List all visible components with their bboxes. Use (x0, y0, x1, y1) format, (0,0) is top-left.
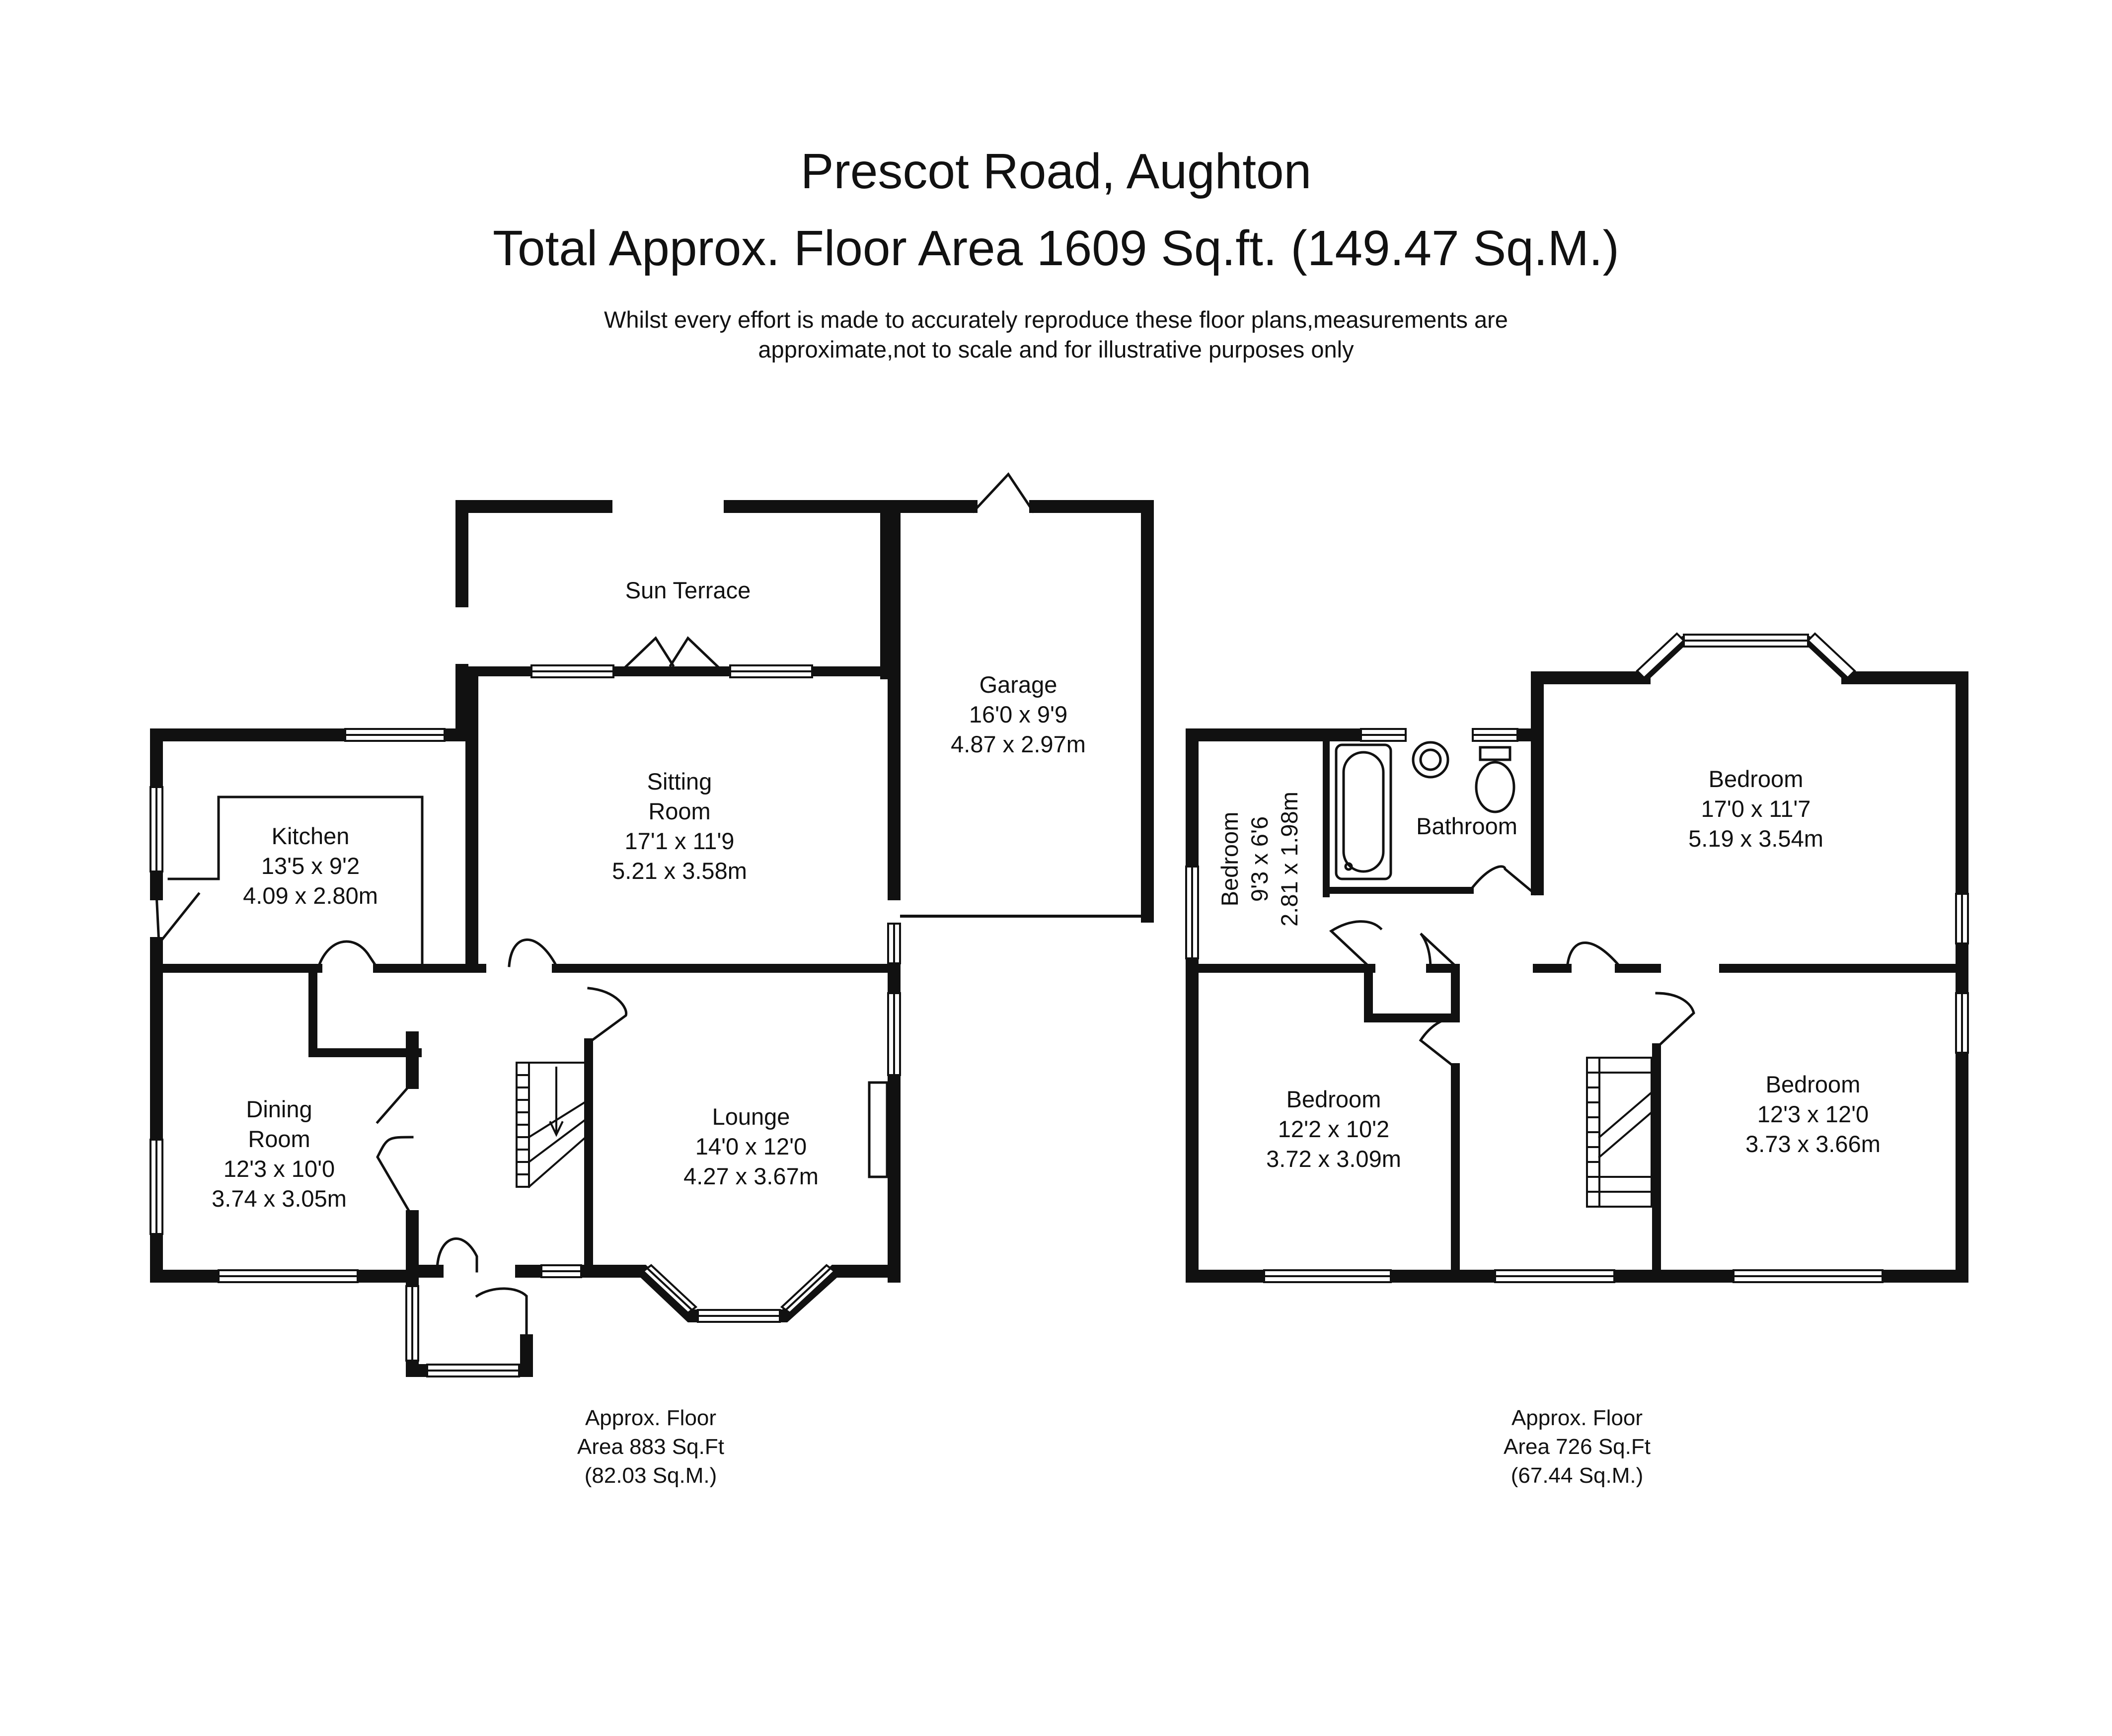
header: Prescot Road, Aughton Total Approx. Floo… (0, 0, 2112, 377)
property-address: Prescot Road, Aughton (800, 144, 1312, 199)
ground-floor-stairs (516, 1062, 590, 1188)
garage-imperial: 16'0 x 9'9 (969, 701, 1067, 727)
garage-label: Garage (980, 671, 1057, 698)
bedroom-rear-right-metric: 5.19 x 3.54m (1688, 825, 1823, 852)
bedroom-small-imperial: 9'3 x 6'6 (1246, 816, 1273, 902)
kitchen-metric: 4.09 x 2.80m (243, 882, 378, 909)
bedroom-front-right-label: Bedroom (1766, 1071, 1861, 1097)
first-floor-stairs (1586, 1057, 1653, 1208)
sitting-room-metric: 5.21 x 3.58m (612, 858, 747, 884)
sitting-room-label-line-1: Sitting (647, 768, 712, 795)
bedroom-front-left-metric: 3.72 x 3.09m (1266, 1146, 1401, 1172)
first-floor-area-line-1: Approx. Floor (1511, 1406, 1643, 1430)
bedroom-front-left-label: Bedroom (1286, 1086, 1381, 1112)
ground-floor-walls (150, 500, 1154, 1377)
bedroom-front-left-imperial: 12'2 x 10'2 (1278, 1116, 1389, 1142)
total-floor-area: Total Approx. Floor Area 1609 Sq.ft. (14… (493, 220, 1619, 276)
first-floor-walls (1186, 636, 1968, 1283)
dining-room-label-line-2: Room (248, 1126, 310, 1152)
lounge-label: Lounge (712, 1103, 790, 1130)
toilet-tank-icon (1479, 746, 1511, 761)
kitchen-counter (167, 796, 424, 970)
lounge-metric: 4.27 x 3.67m (683, 1163, 819, 1189)
first-floor-doors (1329, 865, 1695, 1070)
ground-floor-area-line-1: Approx. Floor (585, 1406, 716, 1430)
bathroom-fixtures (1335, 741, 1515, 880)
first-floor-area-line-3: (67.44 Sq.M.) (1511, 1463, 1644, 1488)
sitting-room-imperial: 17'1 x 11'9 (625, 828, 735, 854)
dining-room-label-line-1: Dining (246, 1096, 312, 1122)
lounge-imperial: 14'0 x 12'0 (695, 1133, 807, 1159)
toilet-bowl-icon (1475, 761, 1515, 813)
ground-floor-area-line-3: (82.03 Sq.M.) (585, 1463, 717, 1488)
dining-room-imperial: 12'3 x 10'0 (224, 1156, 335, 1182)
bedroom-small-metric: 2.81 x 1.98m (1276, 792, 1302, 927)
bedroom-front-right-metric: 3.73 x 3.66m (1745, 1131, 1881, 1157)
dining-room-metric: 3.74 x 3.05m (212, 1185, 347, 1212)
sun-terrace-label: Sun Terrace (625, 577, 751, 603)
bedroom-small-label: Bedroom (1216, 812, 1243, 907)
lounge-fireplace (868, 1081, 889, 1178)
kitchen-label: Kitchen (272, 823, 350, 849)
sitting-room-label-line-2: Room (648, 798, 710, 824)
first-floor-plan: Bedroom 9'3 x 6'6 2.81 x 1.98m Bathroom … (1185, 632, 1969, 1488)
ground-floor-windows (150, 664, 901, 1377)
kitchen-imperial: 13'5 x 9'2 (261, 853, 360, 879)
first-floor-windows (1185, 632, 1969, 1283)
bathroom-label: Bathroom (1416, 813, 1517, 839)
bath-icon (1335, 743, 1392, 880)
bedroom-rear-right-imperial: 17'0 x 11'7 (1701, 796, 1811, 822)
ground-floor-plan: Sun Terrace Garage 16'0 x 9'9 4.87 x 2.9… (150, 472, 1154, 1488)
ground-floor-doors (155, 472, 1035, 1342)
first-floor-area-line-2: Area 726 Sq.Ft (1504, 1435, 1651, 1459)
bedroom-front-right-imperial: 12'3 x 12'0 (1757, 1101, 1869, 1127)
ground-floor-area-line-2: Area 883 Sq.Ft (577, 1435, 724, 1459)
disclaimer-line-1: Whilst every effort is made to accuratel… (604, 306, 1508, 333)
bedroom-rear-right-label: Bedroom (1709, 766, 1804, 792)
sink-icon (1412, 741, 1449, 779)
garage-metric: 4.87 x 2.97m (951, 731, 1086, 757)
disclaimer-line-2: approximate,not to scale and for illustr… (758, 336, 1354, 362)
